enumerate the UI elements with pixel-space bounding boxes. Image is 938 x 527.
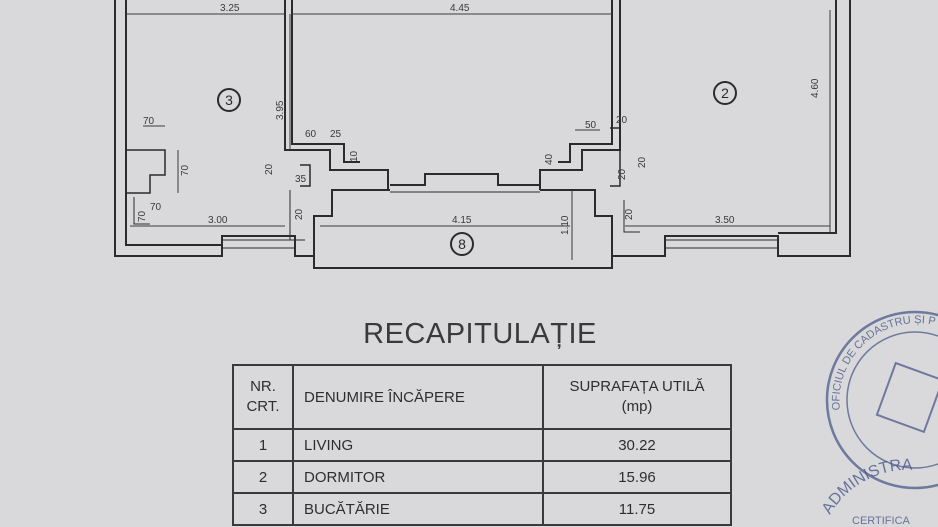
partition-left-inner [291,0,360,163]
header-area: SUPRAFAȚA UTILĂ (mp) [542,364,732,430]
dim-pillar-right-side: 40 [544,153,555,165]
table-header-row: NR. CRT. DENUMIRE ÎNCĂPERE SUPRAFAȚA UTI… [232,364,732,430]
row-area: 15.96 [542,460,732,494]
row-nr: 3 [232,492,294,526]
dim-pillar-left-w2: 25 [330,129,342,140]
dim-pillar-right-a: 20 [617,168,628,180]
dim-center-vertical: 3.95 [275,100,286,120]
recap-title: RECAPITULAȚIE [363,318,597,350]
partition-right-inner [558,0,613,163]
outer-wall-right [540,0,851,257]
dim-left-small-w: 70 [150,202,162,213]
row-area: 30.22 [542,428,732,462]
inner-wall-right [778,0,837,234]
balcony-line [313,256,613,269]
row-nr: 1 [232,428,294,462]
room-number-3: 3 [217,88,241,112]
dim-pillar-right-b: 20 [637,156,648,168]
row-nr: 2 [232,460,294,494]
dim-left-niche-w: 70 [143,116,155,127]
dim-pillar-left-inner: 35 [295,174,307,185]
room-number-2: 2 [713,81,737,105]
recap-table: NR. CRT. DENUMIRE ÎNCĂPERE SUPRAFAȚA UTI… [232,364,732,526]
dim-pillar-right-bottom: 20 [624,208,635,220]
window-center [390,173,540,186]
svg-text:8: 8 [458,236,466,252]
dim-top-center: 4.45 [450,3,470,14]
room-number-8: 8 [450,232,474,256]
table-row: 2 DORMITOR 15.96 [232,460,732,494]
header-nr: NR. CRT. [232,364,294,430]
dim-pillar-left-side: 20 [264,163,275,175]
table-row: 3 BUCĂTĂRIE 11.75 [232,492,732,526]
table-row: 1 LIVING 30.22 [232,428,732,462]
partition-right [539,0,621,190]
dim-left-niche-h: 70 [180,164,191,176]
floor-plan-drawing: 3.25 4.45 4.60 3.95 70 70 70 70 3.00 4.1… [114,0,851,269]
svg-text:2: 2 [721,85,729,101]
dim-center-right-vertical: 1.10 [560,215,571,235]
stamp-cert-text: CERTIFICA [852,515,911,527]
dim-center-bottom: 4.15 [452,215,472,226]
outer-wall-left [114,0,390,257]
svg-text:3: 3 [225,92,233,108]
inner-wall-left [125,0,222,246]
row-name: LIVING [292,428,544,462]
dim-right-bottom: 3.50 [715,215,735,226]
dim-left-small-h: 70 [137,210,148,222]
header-name: DENUMIRE ÎNCĂPERE [292,364,544,430]
row-name: BUCĂTĂRIE [292,492,544,526]
dim-pillar-left-w: 60 [305,129,317,140]
stamp-ring-text: OFICIUL DE CADASTRU ȘI PUBLICITATE IMOBI… [800,300,937,411]
dim-right-vertical: 4.60 [810,78,821,98]
dim-left-bottom: 3.00 [208,215,228,226]
dim-pillar-right-top: 20 [616,115,628,126]
row-name: DORMITOR [292,460,544,494]
dim-pillar-left-bottom: 20 [294,208,305,220]
dim-top-left: 3.25 [220,3,240,14]
official-stamp: OFICIUL DE CADASTRU ȘI PUBLICITATE IMOBI… [800,300,938,527]
dim-pillar-left-h: 10 [349,150,360,162]
row-area: 11.75 [542,492,732,526]
dim-pillar-right-w: 50 [585,120,597,131]
partition-left [284,0,389,190]
